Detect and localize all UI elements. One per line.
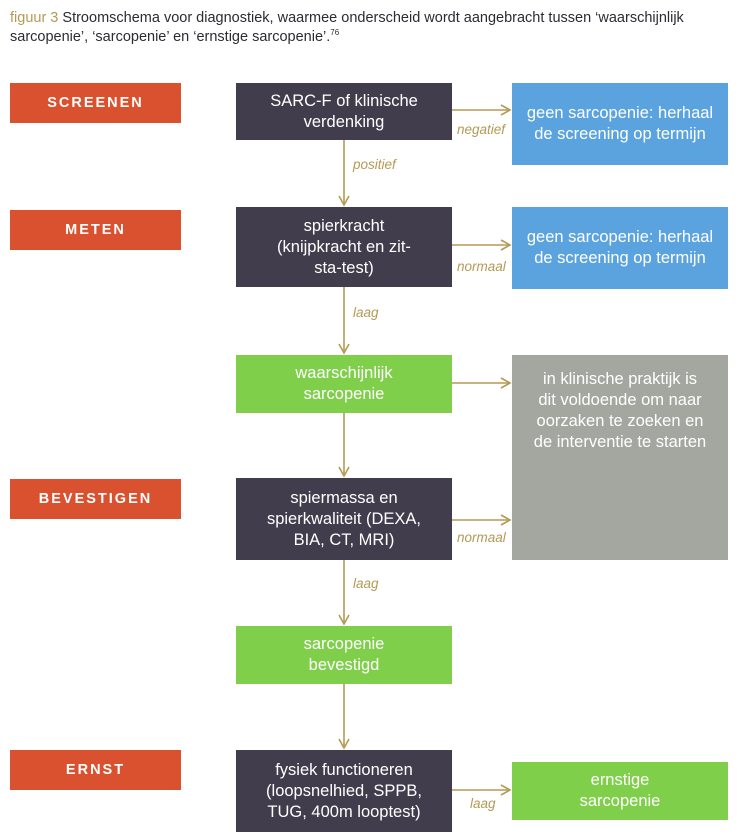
outcome-geen-sarcopenie-1: geen sarcopenie: herhaal de screening op… [512, 83, 728, 165]
label-laag-2: laag [353, 576, 379, 591]
stage-bevestigen: BEVESTIGEN [10, 479, 181, 519]
label-normaal-1: normaal [457, 259, 506, 274]
node-sarc-f: SARC-F of klinische verdenking [236, 83, 452, 140]
caption-text: Stroomschema voor diagnostiek, waarmee o… [10, 10, 684, 45]
stage-ernst: ERNST [10, 750, 181, 790]
node-spierkracht: spierkracht (knijpkracht en zit-sta-test… [236, 207, 452, 287]
caption-reference: 76 [330, 28, 340, 38]
label-positief: positief [353, 157, 396, 172]
figure-caption: figuur 3 Stroomschema voor diagnostiek, … [10, 9, 730, 47]
label-laag-1: laag [353, 305, 379, 320]
outcome-geen-sarcopenie-2: geen sarcopenie: herhaal de screening op… [512, 207, 728, 289]
label-negatief: negatief [457, 122, 506, 137]
node-waarschijnlijk-sarcopenie: waarschijnlijk sarcopenie [236, 355, 452, 413]
label-laag-3: laag [470, 796, 496, 811]
label-normaal-2: normaal [457, 530, 506, 545]
outcome-klinische-praktijk: in klinische praktijk is dit voldoende o… [512, 355, 728, 560]
node-spiermassa: spiermassa en spierkwaliteit (DEXA, BIA,… [236, 478, 452, 560]
stage-screenen: SCREENEN [10, 83, 181, 123]
outcome-ernstige-sarcopenie: ernstige sarcopenie [512, 762, 728, 820]
figure-label: figuur 3 [10, 10, 59, 26]
stage-meten: METEN [10, 210, 181, 250]
node-sarcopenie-bevestigd: sarcopenie bevestigd [236, 626, 452, 684]
node-fysiek-functioneren: fysiek functioneren (loopsnelhied, SPPB,… [236, 750, 452, 832]
